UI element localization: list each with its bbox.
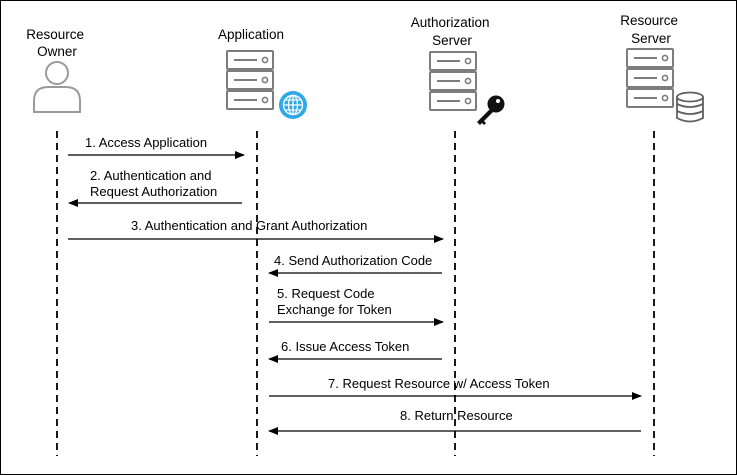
database-icon (676, 91, 704, 123)
message-7: 7. Request Resource w/ Access Token (269, 376, 642, 400)
message-1: 1. Access Application (68, 135, 245, 159)
message-8-label: 8. Return Resource (400, 408, 513, 423)
message-5-label: 5. Request Code Exchange for Token (277, 286, 392, 317)
application-server-icon (226, 50, 274, 110)
message-4-label: 4. Send Authorization Code (274, 253, 432, 268)
resource-server-label: Resource Server (620, 13, 682, 46)
message-2-label: 2. Authentication and Request Authorizat… (90, 168, 217, 199)
key-icon (477, 95, 505, 125)
message-6: 6. Issue Access Token (268, 339, 442, 363)
message-2: 2. Authentication and Request Authorizat… (68, 168, 242, 207)
message-3-label: 3. Authentication and Grant Authorizatio… (131, 218, 367, 233)
application-label: Application (218, 27, 284, 42)
message-1-label: 1. Access Application (85, 135, 207, 150)
message-4: 4. Send Authorization Code (268, 253, 442, 277)
message-6-label: 6. Issue Access Token (281, 339, 409, 354)
resource-owner-label: Resource Owner (26, 27, 88, 59)
person-icon (33, 61, 81, 113)
resource-server-icon (626, 48, 674, 108)
authorization-server-icon (429, 51, 477, 111)
globe-icon (279, 91, 307, 119)
message-5: 5. Request Code Exchange for Token (269, 286, 444, 326)
message-7-label: 7. Request Resource w/ Access Token (328, 376, 550, 391)
lifelines (56, 131, 655, 456)
authorization-server-label: Authorization Server (411, 15, 494, 48)
message-8: 8. Return Resource (268, 408, 641, 435)
message-3: 3. Authentication and Grant Authorizatio… (68, 218, 444, 243)
